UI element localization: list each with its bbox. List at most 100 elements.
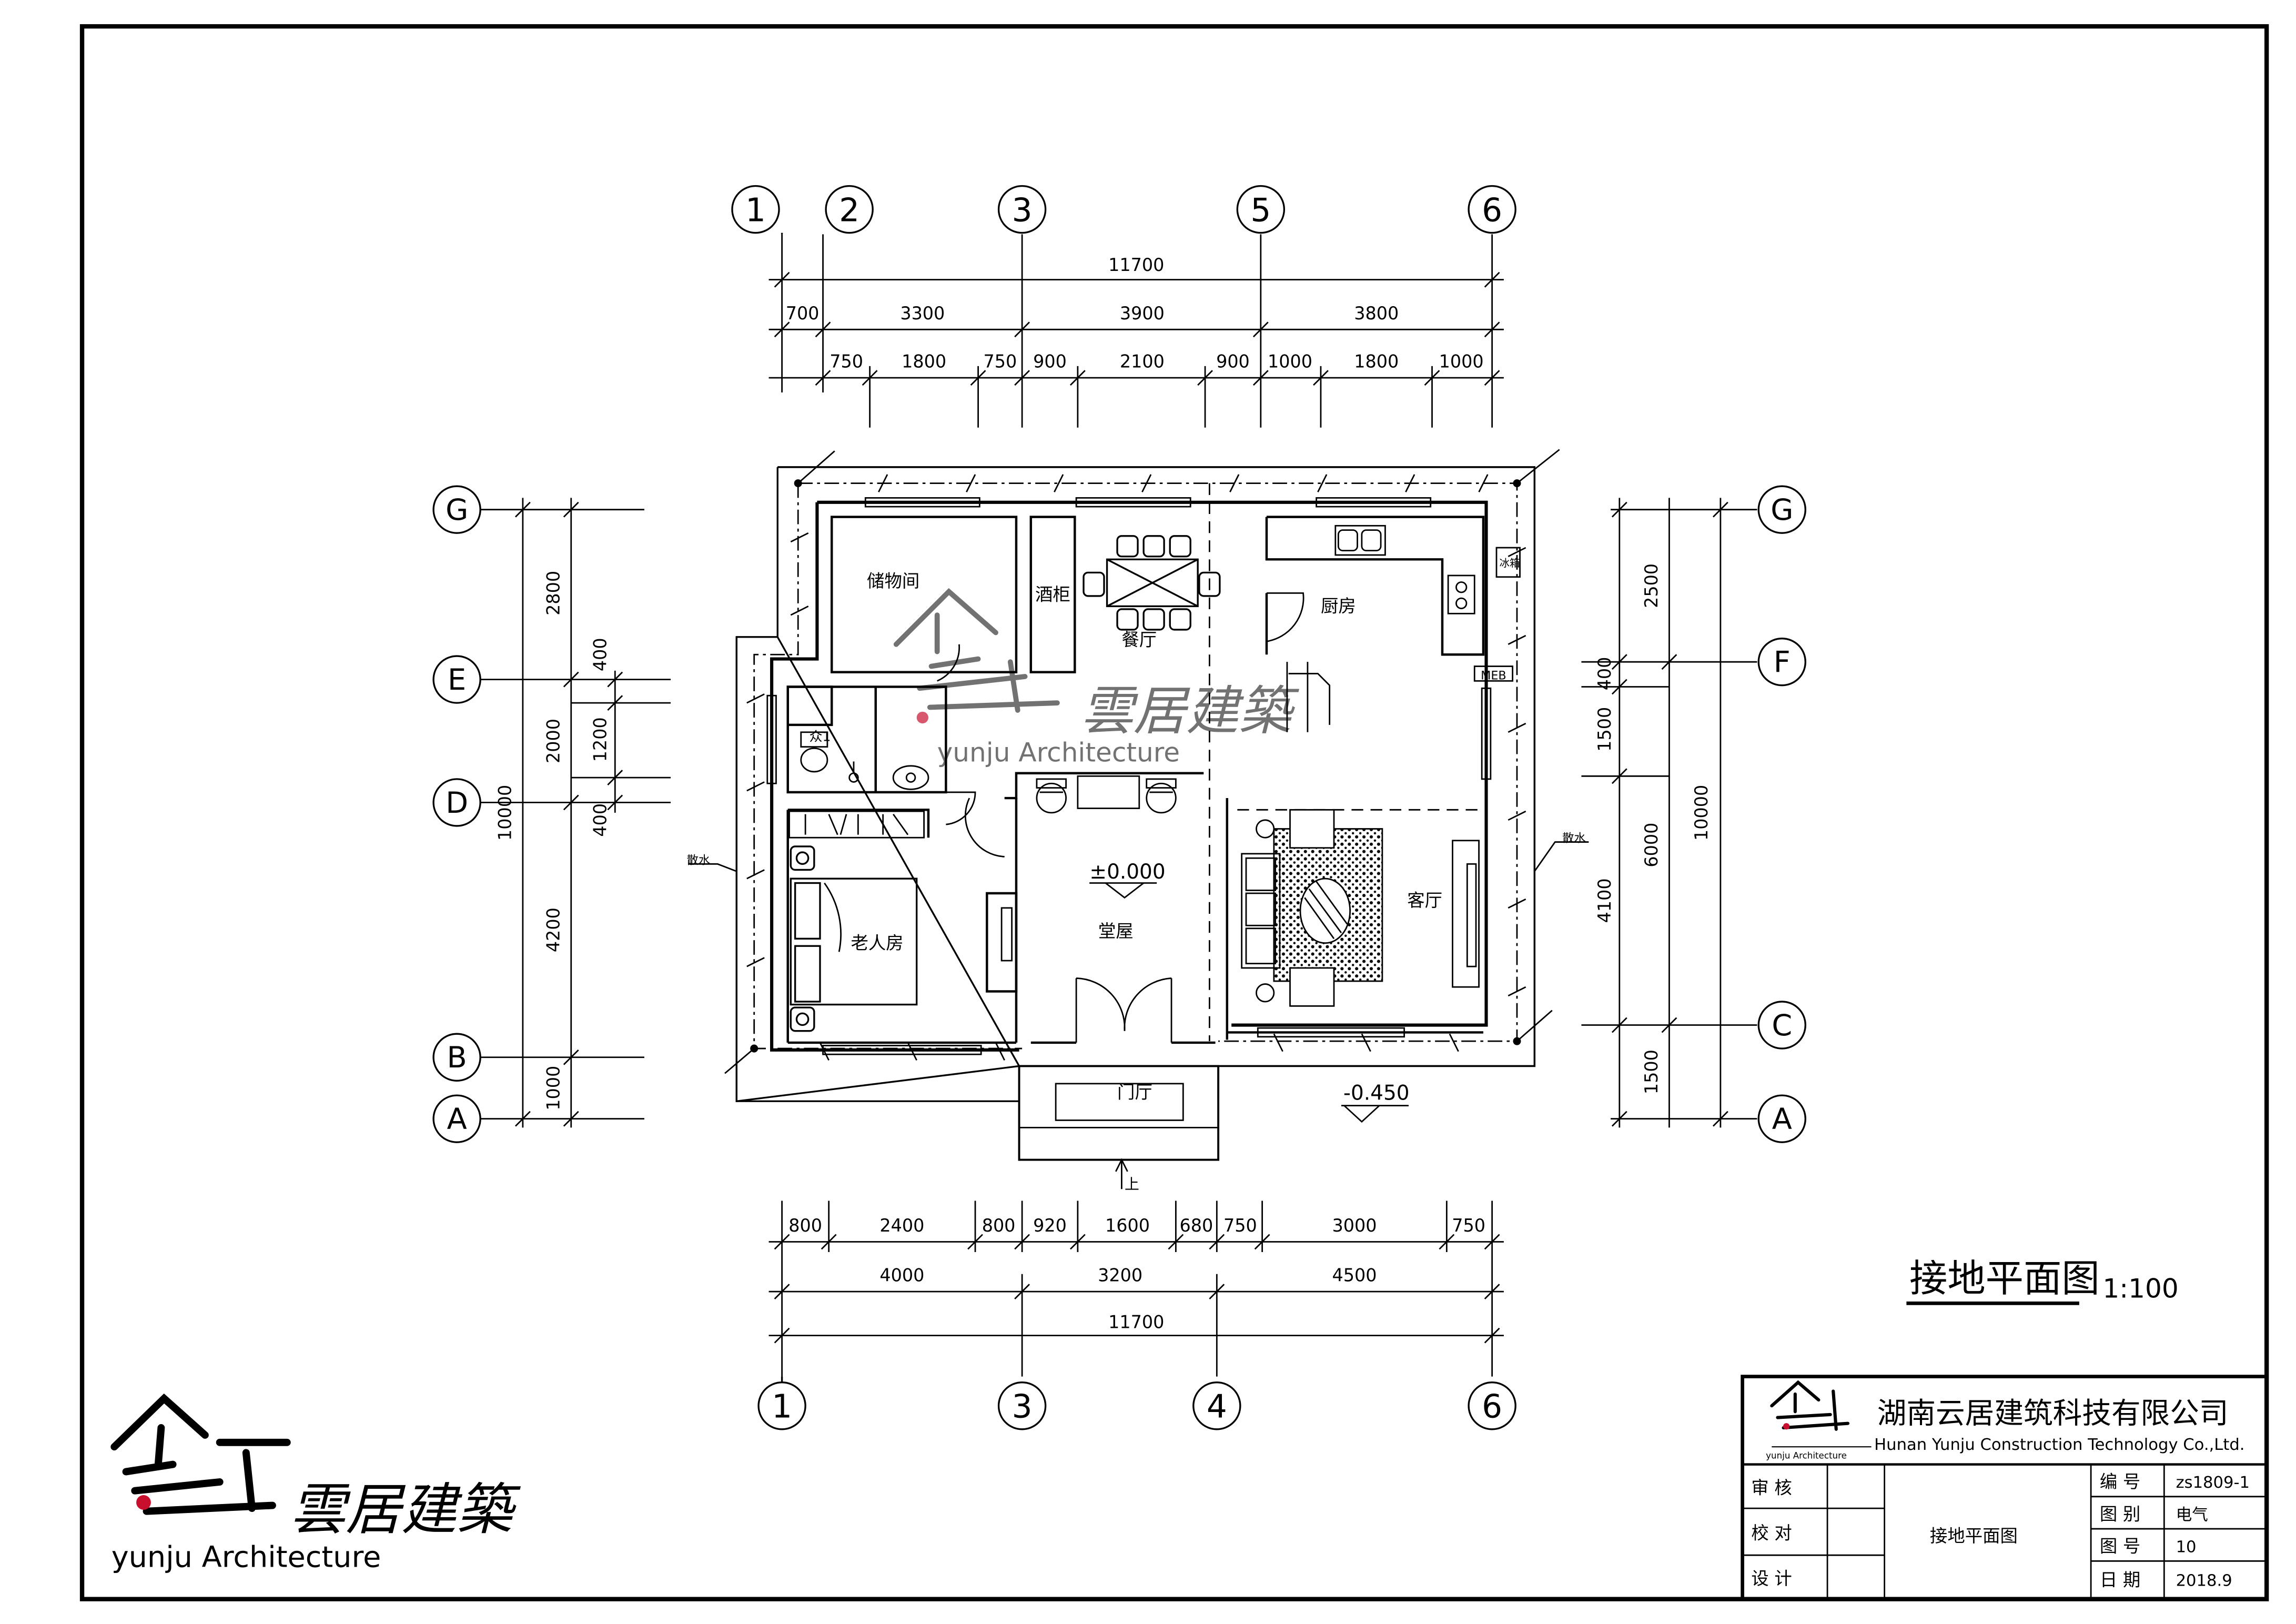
right-axis-bubbles <box>1757 485 1807 1143</box>
dim-left-400a: 400 <box>590 638 611 671</box>
axis-right-G: G <box>1771 493 1793 527</box>
dim-bottom-r1-8: 750 <box>1452 1215 1485 1236</box>
axis-left-G: G <box>446 493 468 527</box>
drawing-title: 接地平面图 <box>1909 1257 2100 1301</box>
axis-right-A: A <box>1772 1102 1792 1136</box>
tb-row-design-label: 设 计 <box>1751 1568 1792 1589</box>
tb-info-sheet-value: 10 <box>2176 1538 2197 1557</box>
axis-left-B: B <box>447 1041 467 1075</box>
label-hall: 堂屋 <box>1098 921 1134 941</box>
label-foyer: 门厅 <box>1117 1082 1152 1103</box>
label-dining: 餐厅 <box>1121 630 1157 650</box>
dim-left-1000: 1000 <box>543 1066 563 1111</box>
axis-bottom-3: 3 <box>1012 1388 1033 1426</box>
dim-top-r2-8: 1000 <box>1439 351 1484 372</box>
dim-left-2800: 2800 <box>543 571 563 616</box>
dim-left-400b: 400 <box>590 803 611 837</box>
left-dimensions <box>480 498 671 1128</box>
tb-row-check-label: 校 对 <box>1751 1523 1792 1544</box>
dim-bottom-r1-1: 2400 <box>879 1215 924 1236</box>
tb-info-date-label: 日 期 <box>2100 1570 2140 1590</box>
axis-bottom-6: 6 <box>1482 1388 1502 1426</box>
dim-bottom-r1-3: 920 <box>1033 1215 1067 1236</box>
top-dimensions <box>768 234 1504 428</box>
dim-top-r2-6: 1000 <box>1268 351 1312 372</box>
dim-right-1500b: 1500 <box>1641 1050 1662 1094</box>
company-name-cn: 湖南云居建筑科技有限公司 <box>1877 1397 2229 1431</box>
title-block-text: 湖南云居建筑科技有限公司 Hunan Yunju Construction Te… <box>1751 1397 2250 1590</box>
axis-left-E: E <box>448 663 466 697</box>
dim-left-1200: 1200 <box>590 717 611 762</box>
title-block-logo-mark <box>1770 1380 1850 1431</box>
dim-bottom-total: 11700 <box>1108 1312 1164 1333</box>
dim-bottom-r1-4: 1600 <box>1105 1215 1150 1236</box>
dim-top-r2-4: 2100 <box>1120 351 1165 372</box>
right-dimensions <box>1581 498 1757 1128</box>
level-main: ±0.000 <box>1089 860 1165 884</box>
dim-right-1500a: 1500 <box>1594 707 1615 752</box>
floor-plan <box>688 449 1589 1189</box>
label-living: 客厅 <box>1407 890 1442 911</box>
top-dim-text: 11700 700 3300 3900 3800 750 1800 750 90… <box>786 255 1484 372</box>
drawing-title-group: 接地平面图 1:100 <box>1906 1257 2179 1305</box>
left-axis-bubbles <box>432 485 481 1143</box>
title-block <box>1741 1375 2269 1601</box>
dim-left-2000: 2000 <box>543 719 563 763</box>
dim-left-total: 10000 <box>495 785 515 841</box>
center-watermark: 雲居建築 yunju Architecture <box>893 588 1299 768</box>
tb-info-date-value: 2018.9 <box>2176 1572 2232 1590</box>
logo-tiny-text: yunju Architecture <box>1766 1450 1847 1460</box>
top-axis-bubbles <box>731 185 1516 235</box>
axis-top-2: 2 <box>839 191 859 229</box>
corner-brand-cn: 雲居建築 <box>290 1477 521 1542</box>
dim-right-400: 400 <box>1594 657 1615 691</box>
dim-top-r2-5: 900 <box>1216 351 1250 372</box>
tb-info-type-value: 电气 <box>2176 1506 2208 1524</box>
axis-left-A: A <box>447 1102 467 1136</box>
dim-top-3800: 3800 <box>1354 303 1399 324</box>
watermark-logo-mark <box>893 588 1060 713</box>
corner-brand-en: yunju Architecture <box>112 1540 381 1574</box>
watermark-brand-cn: 雲居建築 <box>1080 680 1299 742</box>
axis-top-5: 5 <box>1250 191 1271 229</box>
label-fridge: 冰箱 <box>1500 557 1520 569</box>
left-dim-text: 2800 2000 4200 1000 10000 400 1200 400 <box>495 571 611 1111</box>
tb-info-sheet-label: 图 号 <box>2100 1536 2140 1557</box>
dim-right-4100: 4100 <box>1594 878 1615 923</box>
tb-info-type-label: 图 别 <box>2100 1504 2140 1524</box>
sheet-border <box>79 24 2269 1601</box>
dim-top-3900: 3900 <box>1120 303 1165 324</box>
axis-left-D: D <box>446 786 468 820</box>
label-kitchen: 厨房 <box>1321 596 1356 617</box>
right-dim-text: 2500 400 1500 4100 1500 6000 10000 <box>1594 563 1712 1094</box>
tb-info-number-value: zs1809-1 <box>2176 1474 2250 1492</box>
axis-top-3: 3 <box>1012 191 1033 229</box>
dim-bottom-r1-7: 3000 <box>1332 1215 1377 1236</box>
dim-top-3300: 3300 <box>900 303 945 324</box>
dim-top-r2-0: 750 <box>830 351 863 372</box>
axis-bottom-4: 4 <box>1207 1388 1227 1426</box>
label-wine-cabinet: 酒柜 <box>1035 584 1070 604</box>
drawing-scale: 1:100 <box>2102 1273 2178 1304</box>
dim-bottom-3200: 3200 <box>1098 1265 1142 1286</box>
dim-bottom-r1-6: 750 <box>1223 1215 1257 1236</box>
label-elder-room: 老人房 <box>851 933 903 953</box>
tb-info-number-label: 编 号 <box>2100 1471 2140 1492</box>
dim-right-6000: 6000 <box>1641 823 1662 868</box>
bottom-axis-bubbles <box>757 1376 1516 1430</box>
downpipe-label-right: 散水 <box>1562 832 1586 845</box>
bottom-dimensions <box>768 1201 1504 1377</box>
room-labels: 储物间 酒柜 餐厅 厨房 老人房 堂屋 客厅 门厅 MEB 冰箱 众1 上 ±0… <box>687 557 1586 1193</box>
watermark-brand-en: yunju Architecture <box>937 737 1180 768</box>
dim-bottom-4500: 4500 <box>1332 1265 1377 1286</box>
corner-logo-mark <box>110 1393 291 1515</box>
label-entry-arrow: 上 <box>1125 1175 1139 1193</box>
level-outdoor: -0.450 <box>1343 1081 1410 1105</box>
dim-right-total: 10000 <box>1691 785 1712 841</box>
dim-bottom-r1-5: 680 <box>1179 1215 1213 1236</box>
corner-watermark: 雲居建築 yunju Architecture <box>110 1393 521 1574</box>
dim-top-r2-1: 1800 <box>902 351 946 372</box>
dim-bottom-r1-2: 800 <box>982 1215 1016 1236</box>
tb-row-review-label: 审 核 <box>1751 1477 1792 1498</box>
